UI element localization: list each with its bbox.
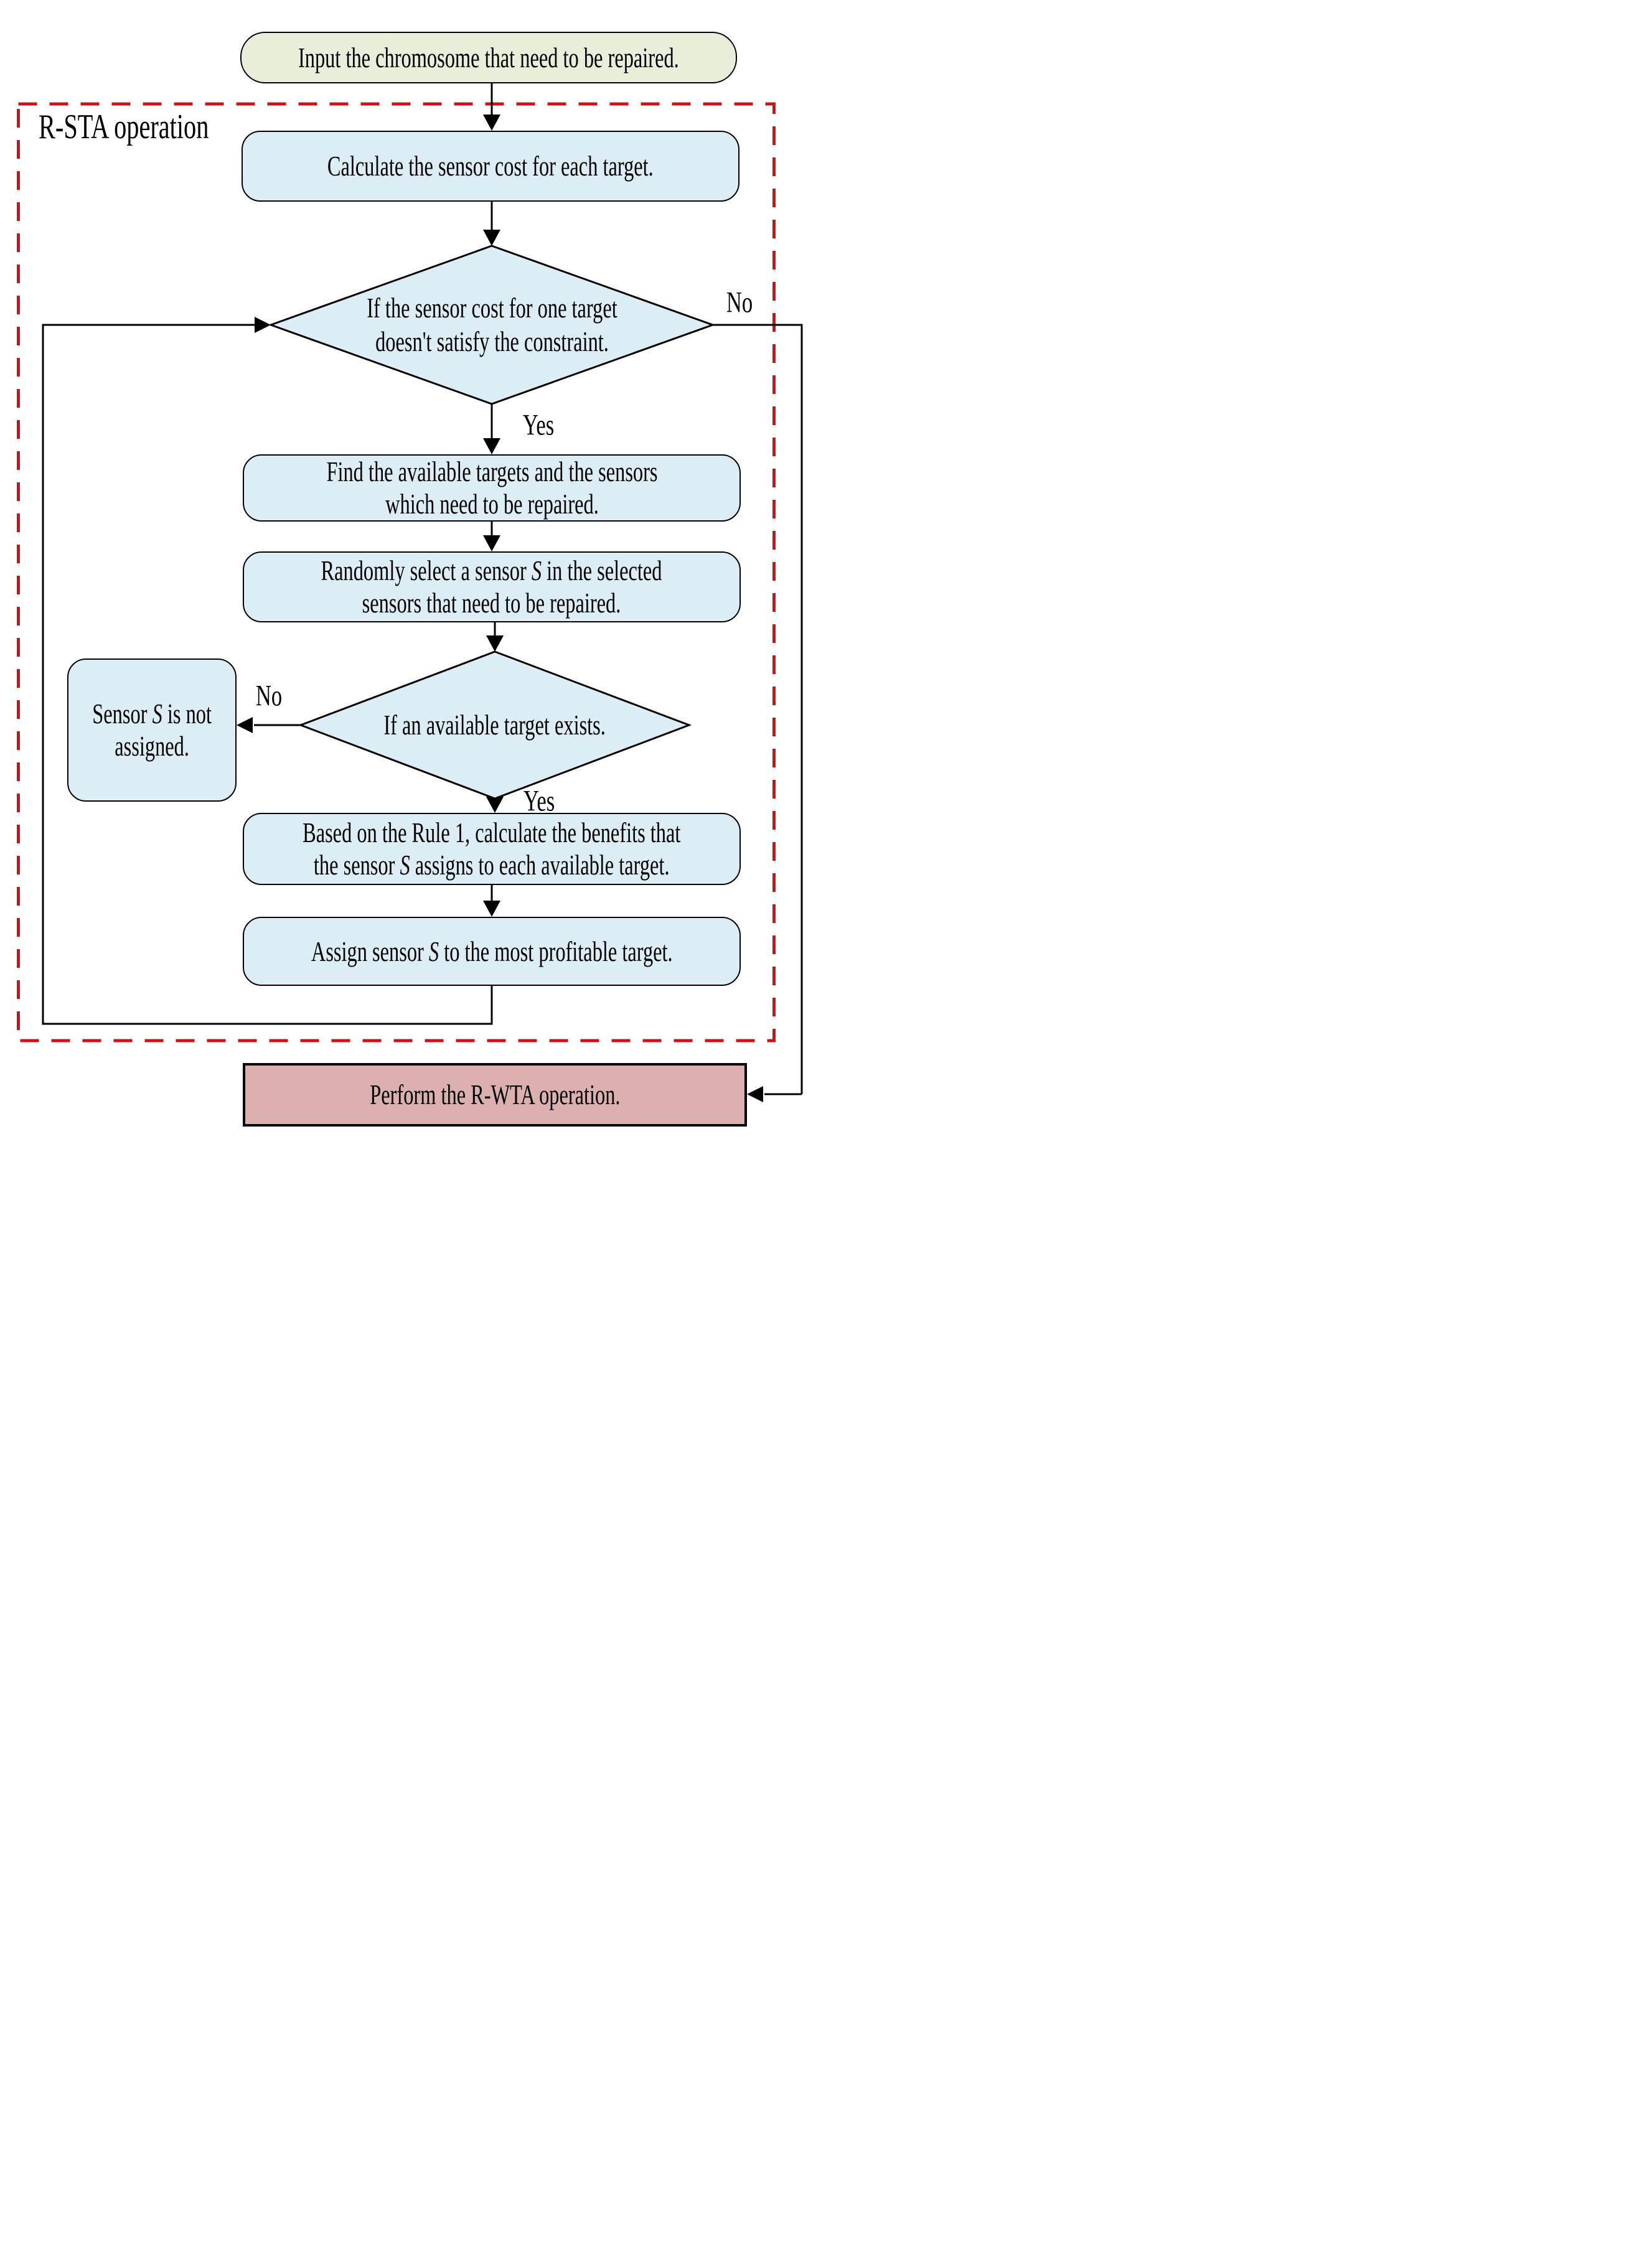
- arrowhead-into-find: [483, 438, 500, 454]
- node-assign-sensor-text: Assign sensor S to the most profitable t…: [311, 935, 673, 967]
- node-random-select: Randomly select a sensor S in the select…: [243, 551, 741, 622]
- not-assigned-line2: assigned.: [115, 731, 189, 762]
- node-sensor-not-assigned: Sensor S is not assigned.: [67, 658, 237, 802]
- node-random-select-text: Randomly select a sensor S in the select…: [321, 555, 662, 619]
- arrowhead-into-notassigned: [237, 717, 253, 733]
- edge-label-cost-check-yes: Yes: [522, 408, 555, 442]
- random-select-line1: Randomly select a sensor S in the select…: [321, 555, 662, 586]
- arrowheads: [237, 115, 763, 1102]
- arrowhead-into-random: [483, 535, 500, 551]
- node-target-exists-decision-shape: [298, 650, 692, 800]
- flow-lines: [42, 83, 803, 1095]
- find-targets-line2: which need to be repaired.: [385, 489, 599, 520]
- flowchart-canvas: R-STA operation Input the chromosome tha…: [0, 0, 814, 1134]
- not-assigned-line1: Sensor S is not: [92, 698, 212, 729]
- group-rsta-label: R-STA operation: [39, 108, 209, 146]
- node-perform-rwta-text: Perform the R-WTA operation.: [369, 1079, 621, 1110]
- node-assign-sensor: Assign sensor S to the most profitable t…: [243, 917, 741, 986]
- calc-benefits-line2: the sensor S assigns to each available t…: [314, 850, 670, 881]
- arrowhead-into-benefits: [486, 797, 504, 813]
- calc-benefits-line1: Based on the Rule 1, calculate the benef…: [303, 817, 681, 848]
- find-targets-line1: Find the available targets and the senso…: [326, 456, 658, 487]
- node-start-text: Input the chromosome that need to be rep…: [298, 42, 679, 73]
- group-rsta-border: [17, 102, 776, 1043]
- arrowhead-into-rwta: [747, 1086, 763, 1102]
- edge-label-cost-check-no: No: [726, 286, 753, 319]
- node-calculate-cost: Calculate the sensor cost for each targe…: [242, 131, 739, 202]
- node-find-targets: Find the available targets and the senso…: [243, 454, 741, 522]
- node-sensor-not-assigned-text: Sensor S is not assigned.: [92, 698, 212, 762]
- arrowhead-into-costcheck: [483, 230, 500, 246]
- node-start: Input the chromosome that need to be rep…: [240, 32, 737, 83]
- node-perform-rwta: Perform the R-WTA operation.: [243, 1063, 747, 1127]
- node-find-targets-text: Find the available targets and the senso…: [326, 456, 657, 520]
- arrowhead-into-targetcheck: [486, 635, 504, 652]
- arrowhead-loop-into-costcheck: [255, 317, 271, 333]
- edge-label-target-exists-yes: Yes: [523, 784, 555, 818]
- random-select-line2: sensors that need to be repaired.: [362, 588, 621, 619]
- arrowhead-into-assign: [483, 901, 500, 917]
- connector-layer: [17, 83, 803, 1102]
- edge-label-target-exists-no: No: [255, 679, 283, 713]
- node-calculate-cost-text: Calculate the sensor cost for each targe…: [327, 151, 654, 182]
- arrowhead-into-calc: [483, 115, 500, 131]
- node-calculate-benefits-text: Based on the Rule 1, calculate the benef…: [303, 817, 680, 881]
- node-cost-constraint-decision-shape: [268, 245, 716, 405]
- node-calculate-benefits: Based on the Rule 1, calculate the benef…: [243, 813, 741, 885]
